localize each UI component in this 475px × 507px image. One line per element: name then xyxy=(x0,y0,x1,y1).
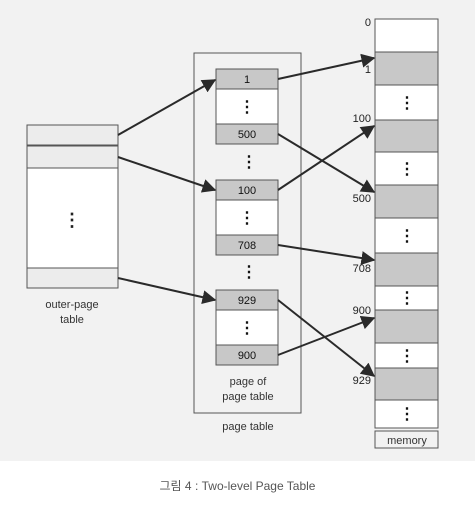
arrow-entry100-to-frame100 xyxy=(277,125,376,191)
page-entry-1: 1 xyxy=(244,74,250,86)
page-table-dots-2: ⋮ xyxy=(241,264,257,281)
memory-dots-4: ⋮ xyxy=(399,290,415,307)
inner-label-line2: page table xyxy=(222,391,273,403)
page-entry-708: 708 xyxy=(238,240,256,252)
frame-label-1: 1 xyxy=(365,64,371,76)
arrow-outer-to-group2 xyxy=(117,156,217,193)
page-entry-929: 929 xyxy=(238,295,256,307)
memory-column: ⋮ ⋮ ⋮ ⋮ ⋮ ⋮ xyxy=(374,18,439,429)
page-of-page-table-2: 100 ⋮ 708 xyxy=(215,179,279,256)
page-entry-100: 100 xyxy=(238,185,256,197)
frame-label-500: 500 xyxy=(353,193,371,205)
arrow-entry929-to-frame929 xyxy=(277,299,376,377)
memory-label: memory xyxy=(387,435,427,447)
arrow-entry1-to-frame1 xyxy=(277,53,376,80)
arrow-outer-to-group1 xyxy=(117,79,217,136)
outer-page-table: ⋮ xyxy=(26,124,119,289)
page-of-page-table-3: 929 ⋮ 900 xyxy=(215,289,279,366)
memory-dots-5: ⋮ xyxy=(399,348,415,365)
page-of-page-table-1: 1 ⋮ 500 xyxy=(215,68,279,145)
memory-dots-1: ⋮ xyxy=(399,95,415,112)
page-entry-900: 900 xyxy=(238,350,256,362)
inner-label-line1: page of xyxy=(230,376,268,388)
page-table-label: page table xyxy=(222,421,273,433)
figure-caption: 그림 4 : Two-level Page Table xyxy=(159,479,316,493)
outer-table-label-line2: table xyxy=(60,314,84,326)
memory-dots-6: ⋮ xyxy=(399,406,415,423)
outer-table-label-line1: outer-page xyxy=(45,299,98,311)
frame-label-100: 100 xyxy=(353,113,371,125)
memory-dots-3: ⋮ xyxy=(399,228,415,245)
memory-dots-2: ⋮ xyxy=(399,161,415,178)
diagram-area: ⋮ outer-page table page table 1 ⋮ 500 ⋮ … xyxy=(0,0,475,461)
group1-dots: ⋮ xyxy=(239,99,255,116)
outer-table-dots: ⋮ xyxy=(63,210,81,230)
page-entry-500: 500 xyxy=(238,129,256,141)
frame-label-900: 900 xyxy=(353,305,371,317)
group3-dots: ⋮ xyxy=(239,320,255,337)
arrow-outer-to-group3 xyxy=(117,277,217,305)
arrow-entry900-to-frame900 xyxy=(277,315,376,356)
group2-dots: ⋮ xyxy=(239,210,255,227)
frame-label-929: 929 xyxy=(353,375,371,387)
frame-label-0: 0 xyxy=(365,17,371,29)
arrow-entry708-to-frame708 xyxy=(277,244,376,265)
page-table-box xyxy=(193,52,302,414)
frame-label-708: 708 xyxy=(353,263,371,275)
arrow-entry500-to-frame500 xyxy=(277,133,376,193)
page-table-dots-1: ⋮ xyxy=(241,154,257,171)
